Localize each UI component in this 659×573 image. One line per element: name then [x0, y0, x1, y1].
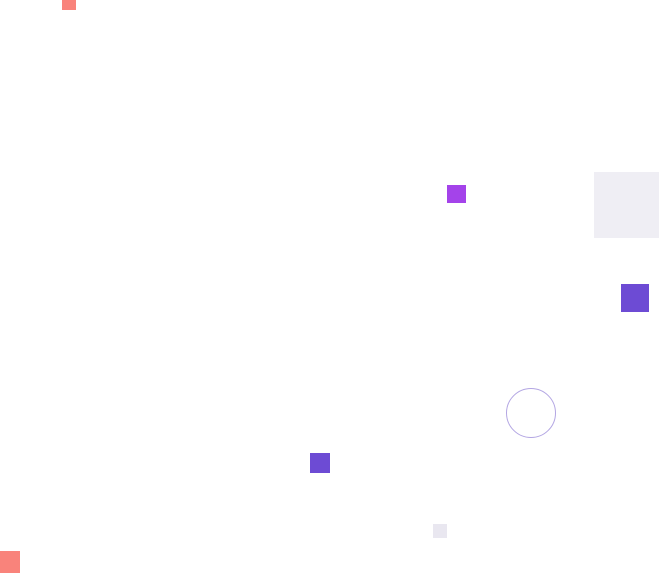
decor-indigo-square-mid — [310, 453, 330, 473]
decor-lavender-panel — [594, 172, 659, 238]
decor-indigo-square-right — [621, 284, 649, 312]
decor-circle-outline — [506, 388, 556, 438]
decor-coral-square-top — [62, 0, 76, 10]
decor-violet-square — [447, 185, 466, 203]
decor-coral-block-bottom — [0, 551, 20, 573]
decor-lavender-square — [433, 524, 447, 538]
